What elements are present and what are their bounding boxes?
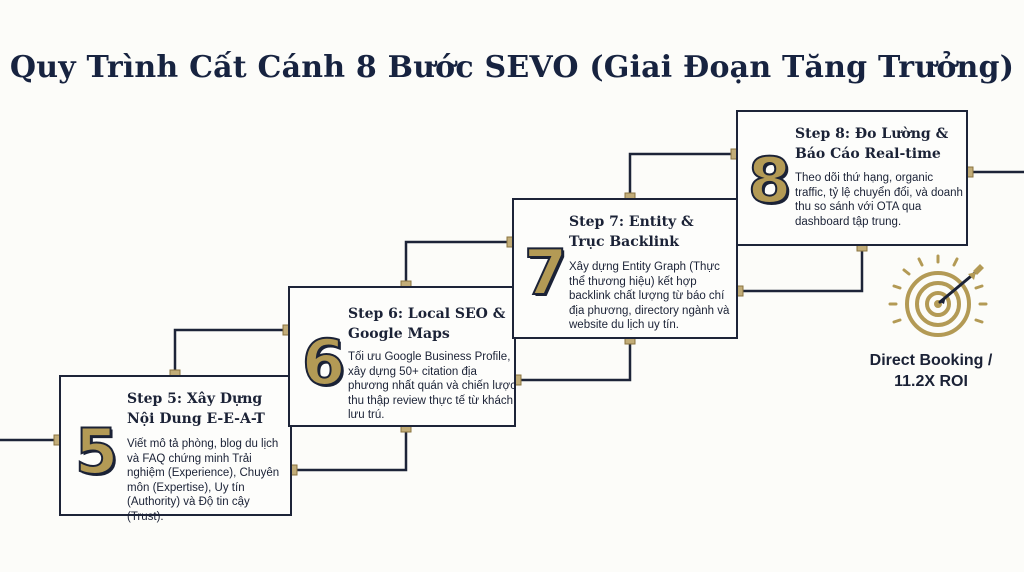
step-description: Viết mô tả phòng, blog du lịch và FAQ ch… xyxy=(127,438,280,523)
step-description: Xây dựng Entity Graph (Thực thể thương h… xyxy=(569,261,730,331)
result-line-1: Direct Booking / xyxy=(869,352,993,369)
step-8-card: 8 Step 8: Đo Lường & Báo Cáo Real-time T… xyxy=(736,110,968,246)
step-number: 5 xyxy=(74,415,119,488)
step-5-card: 5 Step 5: Xây Dựng Nội Dung E-E-A-T Viết… xyxy=(59,375,292,523)
step-title: Step 8: Đo Lường & Báo Cáo Real-time xyxy=(795,126,949,162)
step-title: Step 7: Entity & Trục Backlink xyxy=(569,214,694,250)
step-number: 6 xyxy=(301,326,346,399)
step-description: Theo dõi thứ hạng, organic traffic, tỷ l… xyxy=(795,172,963,228)
result-label: Direct Booking / 11.2X ROI xyxy=(856,350,1006,392)
step-number: 8 xyxy=(747,144,792,217)
step-number: 7 xyxy=(523,236,568,309)
step-6-card: 6 Step 6: Local SEO & Google Maps Tối ưu… xyxy=(288,286,516,427)
target-arrow-icon xyxy=(888,254,988,337)
step-7-card: 7 Step 7: Entity & Trục Backlink Xây dựn… xyxy=(512,198,738,339)
step-description: Tối ưu Google Business Profile, xây dựng… xyxy=(348,351,516,421)
result-line-2: 11.2X ROI xyxy=(894,373,968,390)
step-title: Step 5: Xây Dựng Nội Dung E-E-A-T xyxy=(127,391,265,427)
step-title: Step 6: Local SEO & Google Maps xyxy=(348,306,506,342)
page-title: Quy Trình Cất Cánh 8 Bước SEVO (Giai Đoạ… xyxy=(9,50,1015,85)
